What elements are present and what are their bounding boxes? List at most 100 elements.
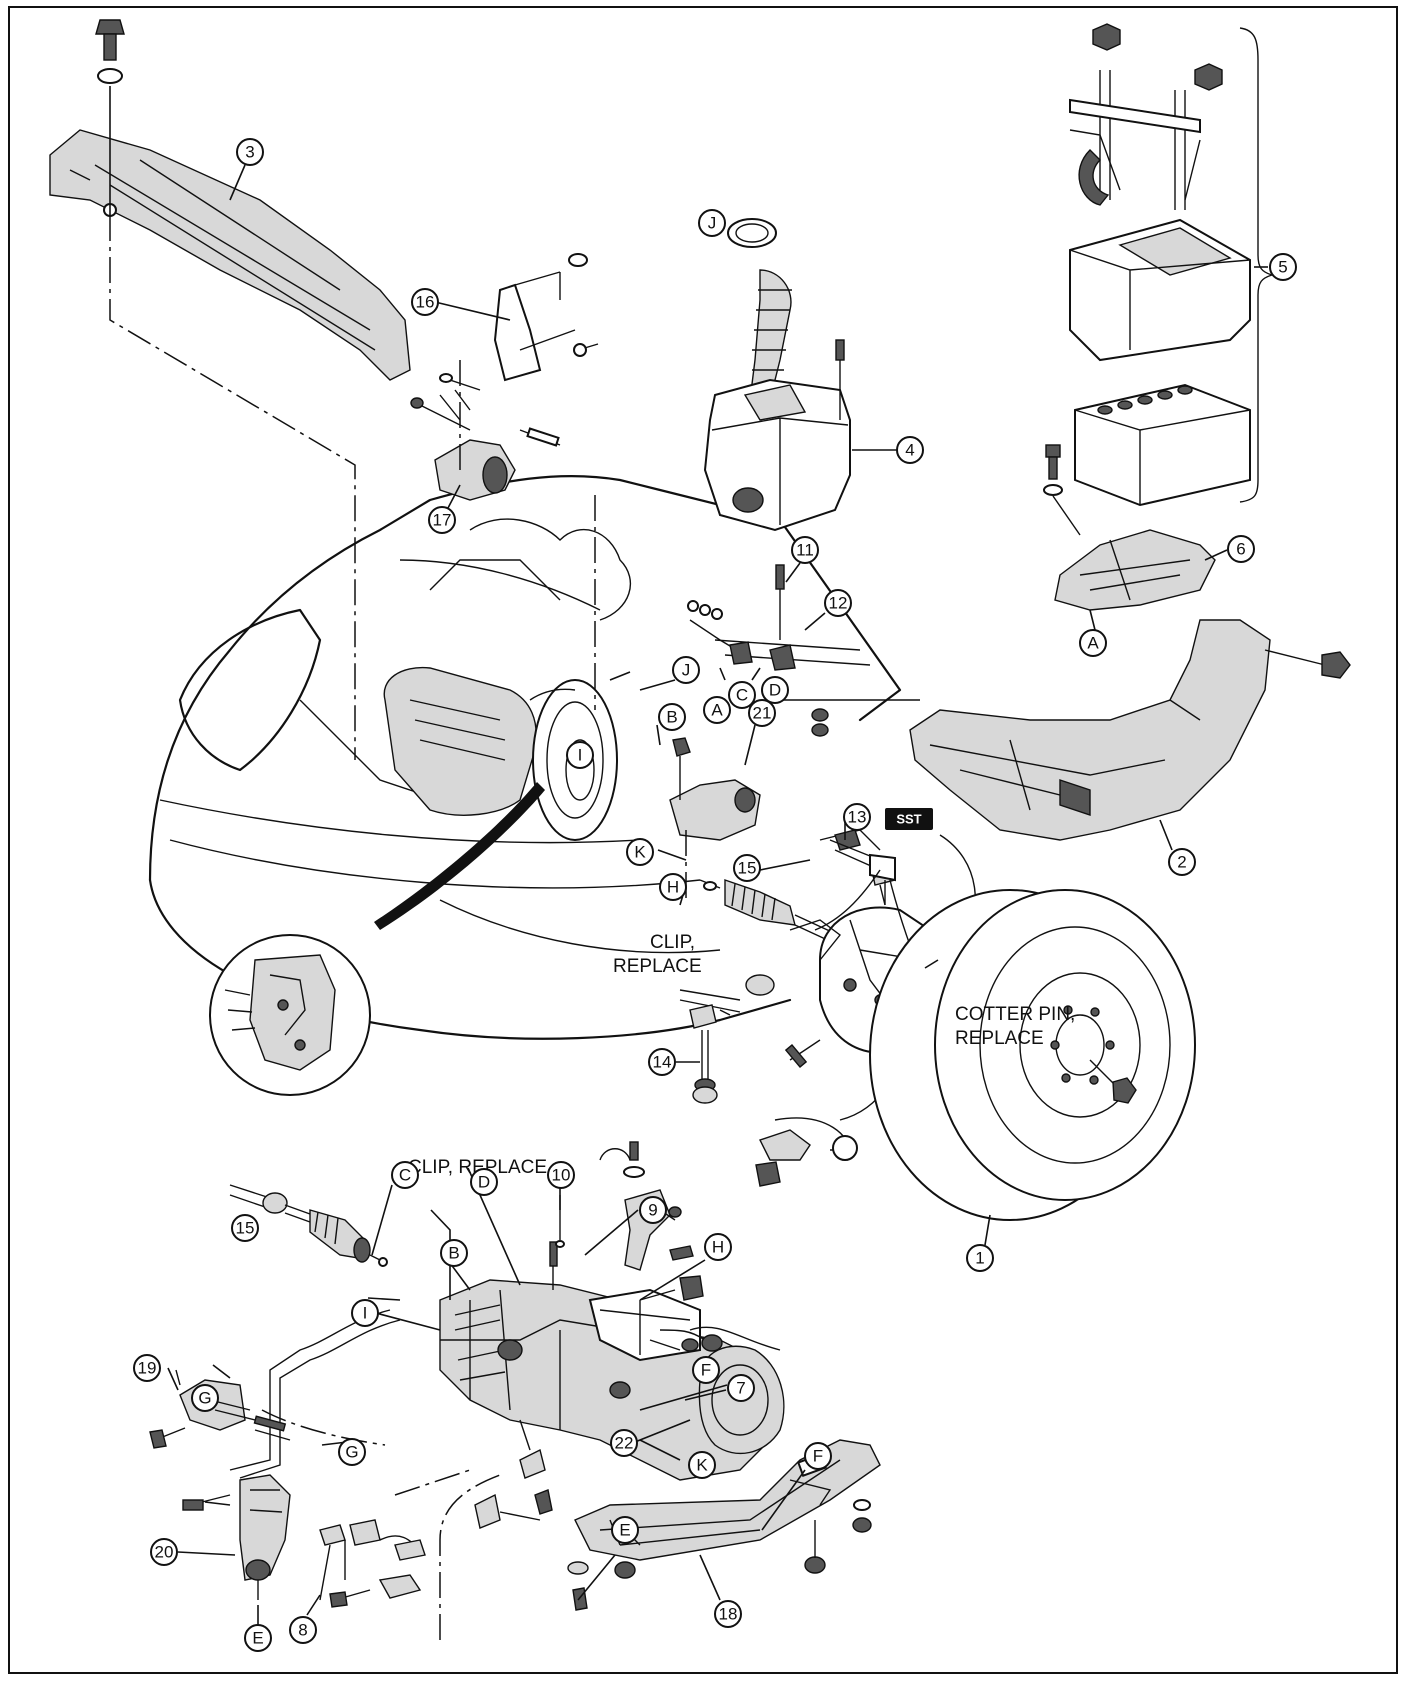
ref-f-right: F [804, 1442, 832, 1470]
callout-part-15-lower: 15 [231, 1214, 259, 1242]
part-5-battery-assembly [1043, 23, 1275, 536]
svg-text:1: 1 [975, 1249, 984, 1268]
svg-text:9: 9 [648, 1201, 657, 1220]
ref-d-lower: D [470, 1168, 498, 1196]
svg-text:11: 11 [796, 541, 814, 560]
part-16-bracket [439, 253, 599, 391]
ref-i-lower: I [351, 1299, 379, 1327]
svg-text:C: C [736, 686, 748, 705]
svg-text:5: 5 [1278, 258, 1287, 277]
callout-part-8: 8 [289, 1616, 317, 1644]
svg-text:D: D [478, 1173, 490, 1192]
sst-label: SST [896, 812, 921, 827]
svg-text:8: 8 [298, 1621, 307, 1640]
part-1-wheel [869, 889, 1196, 1221]
svg-text:2: 2 [1177, 853, 1186, 872]
svg-text:15: 15 [236, 1219, 255, 1238]
ref-b-upper: B [658, 703, 686, 731]
svg-text:H: H [667, 878, 679, 897]
part-3-under-cover [49, 19, 411, 381]
callout-part-18: 18 [714, 1600, 742, 1628]
svg-text:E: E [252, 1629, 263, 1648]
ref-e-left: E [244, 1624, 272, 1652]
callout-part-11: 11 [791, 536, 819, 564]
svg-text:F: F [701, 1361, 711, 1380]
svg-text:16: 16 [416, 293, 435, 312]
assembly-centerlines [109, 215, 687, 1640]
svg-text:6: 6 [1236, 540, 1245, 559]
note-cotter-pin-1: COTTER PIN, [955, 1004, 1075, 1025]
ref-h-upper: H [659, 873, 687, 901]
ref-d-upper: D [761, 676, 789, 704]
svg-text:21: 21 [753, 704, 772, 723]
parts-11-12-cables [687, 564, 920, 737]
car-body-outline [148, 474, 902, 1040]
callout-part-10: 10 [547, 1161, 575, 1189]
part-17-starter [410, 389, 561, 501]
callout-part-7: 7 [727, 1374, 755, 1402]
ref-e-right: E [611, 1516, 639, 1544]
note-clip-replace-upper-2: REPLACE [613, 956, 702, 977]
callout-part-9: 9 [639, 1196, 667, 1224]
svg-text:E: E [619, 1521, 630, 1540]
sst-badge: SST [885, 808, 933, 830]
ref-c-upper: C [728, 681, 756, 709]
svg-text:I: I [578, 746, 583, 765]
svg-text:15: 15 [738, 859, 757, 878]
part-15-lower-driveshaft [229, 1184, 388, 1267]
callout-part-12: 12 [824, 589, 852, 617]
ref-g-upper: G [191, 1384, 219, 1412]
ref-b-lower: B [440, 1239, 468, 1267]
svg-text:K: K [634, 843, 646, 862]
callout-part-13: 13 [843, 803, 871, 831]
callout-part-21: 21 [748, 699, 776, 727]
svg-text:J: J [708, 214, 717, 233]
svg-text:G: G [198, 1389, 211, 1408]
part-13-tie-rod-end [814, 834, 976, 1001]
part-6-battery-tray [1054, 529, 1216, 631]
callout-part-1: 1 [966, 1244, 994, 1272]
ref-g-lower: G [338, 1438, 366, 1466]
part-21-mount [669, 737, 761, 841]
part-7-sensor [639, 1245, 723, 1352]
svg-text:20: 20 [155, 1543, 174, 1562]
svg-text:C: C [399, 1166, 411, 1185]
svg-text:B: B [666, 708, 677, 727]
svg-text:10: 10 [552, 1166, 571, 1185]
svg-text:J: J [682, 661, 691, 680]
svg-text:3: 3 [245, 143, 254, 162]
callout-part-14: 14 [648, 1048, 676, 1076]
svg-text:19: 19 [138, 1359, 157, 1378]
ref-j-upper: J [698, 209, 726, 237]
diagram-frame [8, 6, 1398, 1674]
ref-k-upper: K [626, 838, 654, 866]
svg-text:F: F [813, 1447, 823, 1466]
callout-part-6: 6 [1227, 535, 1255, 563]
part-8-sensor-harness [319, 1519, 426, 1608]
ref-j-middle: J [672, 656, 700, 684]
callout-part-3: 3 [236, 138, 264, 166]
svg-text:7: 7 [736, 1379, 745, 1398]
ref-i-upper: I [566, 741, 594, 769]
ref-f-middle: F [692, 1356, 720, 1384]
callout-part-16: 16 [411, 288, 439, 316]
svg-text:K: K [696, 1456, 708, 1475]
svg-text:H: H [712, 1238, 724, 1257]
callout-part-4: 4 [896, 436, 924, 464]
ref-k-lower: K [688, 1451, 716, 1479]
svg-text:B: B [448, 1244, 459, 1263]
part-4-air-cleaner [703, 218, 851, 532]
callout-part-5: 5 [1269, 253, 1297, 281]
note-clip-replace-lower: CLIP, REPLACE [408, 1157, 547, 1178]
svg-text:18: 18 [719, 1605, 738, 1624]
svg-text:A: A [711, 701, 723, 720]
ref-a-middle: A [703, 696, 731, 724]
svg-text:I: I [363, 1304, 368, 1323]
svg-text:12: 12 [829, 594, 848, 613]
part-14-stabilizer-link [679, 974, 775, 1104]
ref-h-lower: H [704, 1233, 732, 1261]
note-cotter-pin-2: REPLACE [955, 1028, 1044, 1049]
svg-text:13: 13 [848, 808, 867, 827]
inset-detail-circle [209, 934, 371, 1096]
callout-part-19: 19 [133, 1354, 161, 1382]
